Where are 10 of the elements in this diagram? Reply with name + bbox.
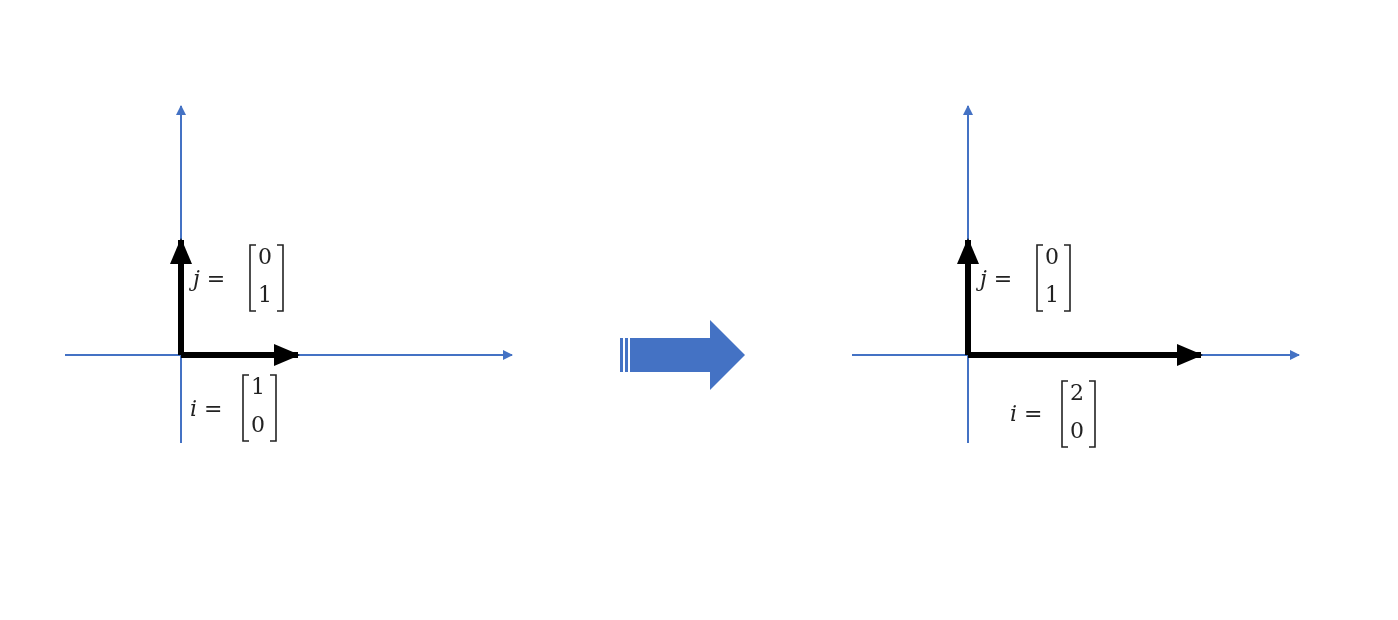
matrix-entry: 1 <box>251 374 265 400</box>
matrix-entry: 0 <box>1070 418 1084 444</box>
matrix-entry: 0 <box>251 412 265 438</box>
vector-equation: i = <box>190 396 223 422</box>
vector-equation: i = <box>1010 401 1043 427</box>
matrix-entry: 2 <box>1070 380 1084 406</box>
matrix-entry: 1 <box>1045 282 1059 308</box>
matrix-entry: 0 <box>1045 244 1059 270</box>
matrix-entry: 1 <box>258 282 272 308</box>
matrix-entry: 0 <box>258 244 272 270</box>
